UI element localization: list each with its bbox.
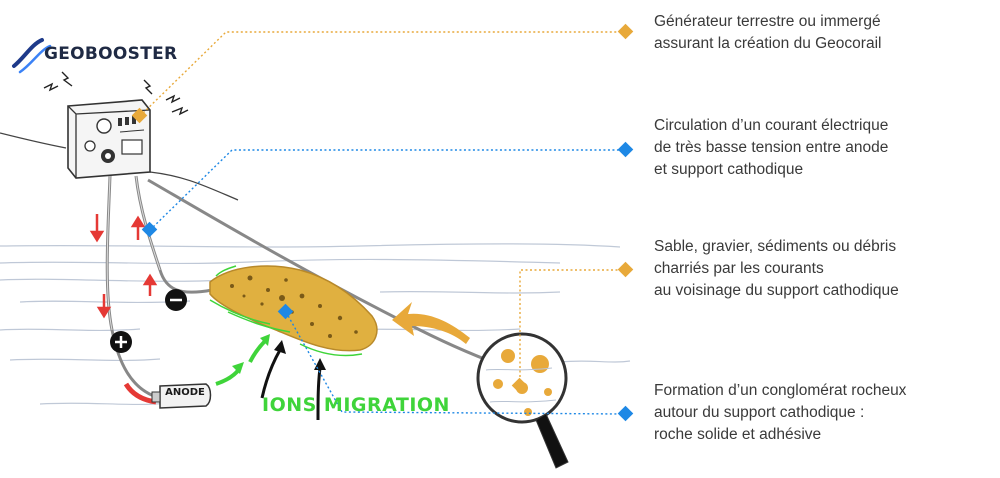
generator-box [67, 99, 151, 179]
callout-generator: Générateur terrestre ou immergé assurant… [654, 11, 988, 55]
callout-line: Formation d’un conglomérat rocheux [654, 382, 907, 399]
plus-terminal-icon [110, 331, 132, 353]
sediment-arrow [392, 302, 470, 344]
callout-leaders [139, 31, 623, 415]
callout-sediments: Sable, gravier, sédiments ou débris char… [654, 236, 988, 302]
spark-icons [43, 71, 189, 116]
minus-terminal-icon [165, 289, 187, 311]
callout-line: au voisinage du support cathodique [654, 282, 899, 299]
ions-migration-label: IONS MIGRATION [262, 394, 450, 416]
geobooster-logo-text: GEOBOOSTER [44, 44, 178, 64]
conglomerate-rock [209, 265, 378, 357]
callout-line: et support cathodique [654, 161, 804, 178]
callout-line: Sable, gravier, sédiments ou débris [654, 238, 897, 255]
callout-line: assurant la création du Geocorail [654, 35, 882, 52]
ground-line-right [149, 171, 239, 201]
callout-line: de très basse tension entre anode [654, 139, 889, 156]
magnifier-icon [476, 332, 569, 469]
callout-line: roche solide et adhésive [654, 426, 822, 443]
callout-line: Générateur terrestre ou immergé [654, 13, 881, 30]
anode-label: ANODE [165, 387, 205, 398]
callout-line: autour du support cathodique : [654, 404, 865, 421]
callout-current: Circulation d’un courant électrique de t… [654, 115, 988, 181]
callout-line: Circulation d’un courant électrique [654, 117, 889, 134]
callout-line: charriés par les courants [654, 260, 824, 277]
current-arrows [89, 214, 158, 405]
anode-block [151, 383, 212, 409]
wire-highlights [106, 175, 161, 331]
ground-line [0, 132, 67, 149]
geobooster-logo-icon [12, 38, 52, 74]
callout-conglomerate: Formation d’un conglomérat rocheux autou… [654, 380, 988, 446]
